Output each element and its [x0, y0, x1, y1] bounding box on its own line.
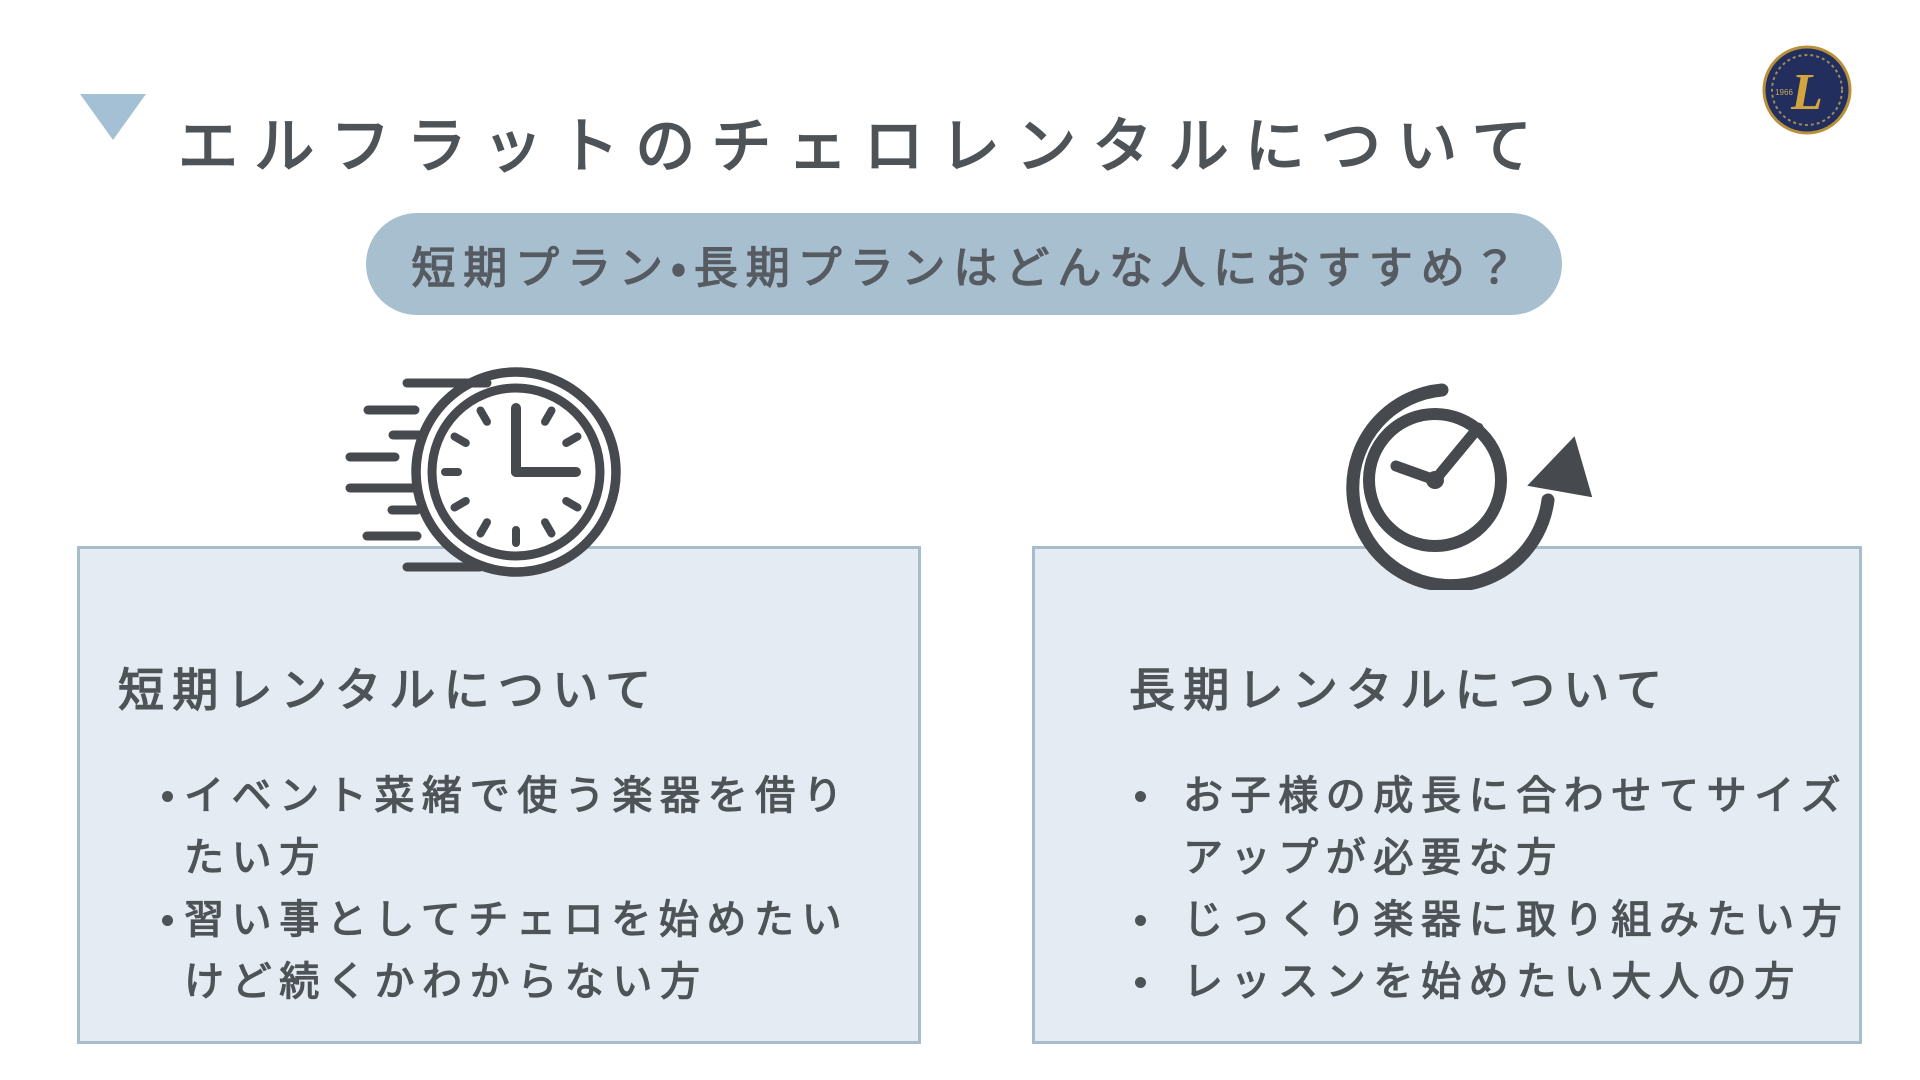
bullet-item: 習い事としてチェロを始めたいけど続くかわからない方	[162, 889, 878, 1013]
card-short-term-bullets: イベント菜緒で使う楽器を借りたい方 習い事としてチェロを始めたいけど続くかわから…	[80, 765, 918, 1013]
logo-ring-text	[1771, 54, 1843, 126]
logo-year: 1966	[1775, 88, 1793, 97]
question-banner: 短期プラン・長期プランはどんな人におすすめ？	[366, 213, 1562, 315]
page-title: エルフラットのチェロレンタルについて	[178, 113, 1548, 181]
speeding-clock-icon	[345, 367, 621, 577]
card-short-term-title: 短期レンタルについて	[118, 664, 660, 716]
brand-logo: L 1966	[1762, 45, 1852, 135]
clock-refresh-icon	[1346, 383, 1593, 590]
bullet-item: イベント菜緒で使う楽器を借りたい方	[162, 765, 878, 889]
bullet-item: レッスンを始めたい大人の方	[1135, 951, 1853, 1013]
card-long-term-bullets: お子様の成長に合わせてサイズアップが必要な方 じっくり楽器に取り組みたい方 レッ…	[1035, 765, 1859, 1013]
logo-circle	[1762, 45, 1852, 135]
logo-letter: L	[1790, 64, 1823, 121]
down-triangle-icon	[80, 94, 146, 140]
question-banner-label: 短期プラン・長期プランはどんな人におすすめ？	[411, 244, 1525, 293]
card-long-term-title: 長期レンタルについて	[1129, 664, 1671, 716]
bullet-item: じっくり楽器に取り組みたい方	[1135, 889, 1853, 951]
card-long-term: 長期レンタルについて お子様の成長に合わせてサイズアップが必要な方 じっくり楽器…	[1032, 546, 1862, 1044]
bullet-item: お子様の成長に合わせてサイズアップが必要な方	[1135, 765, 1853, 889]
card-short-term: 短期レンタルについて イベント菜緒で使う楽器を借りたい方 習い事としてチェロを始…	[77, 546, 921, 1044]
